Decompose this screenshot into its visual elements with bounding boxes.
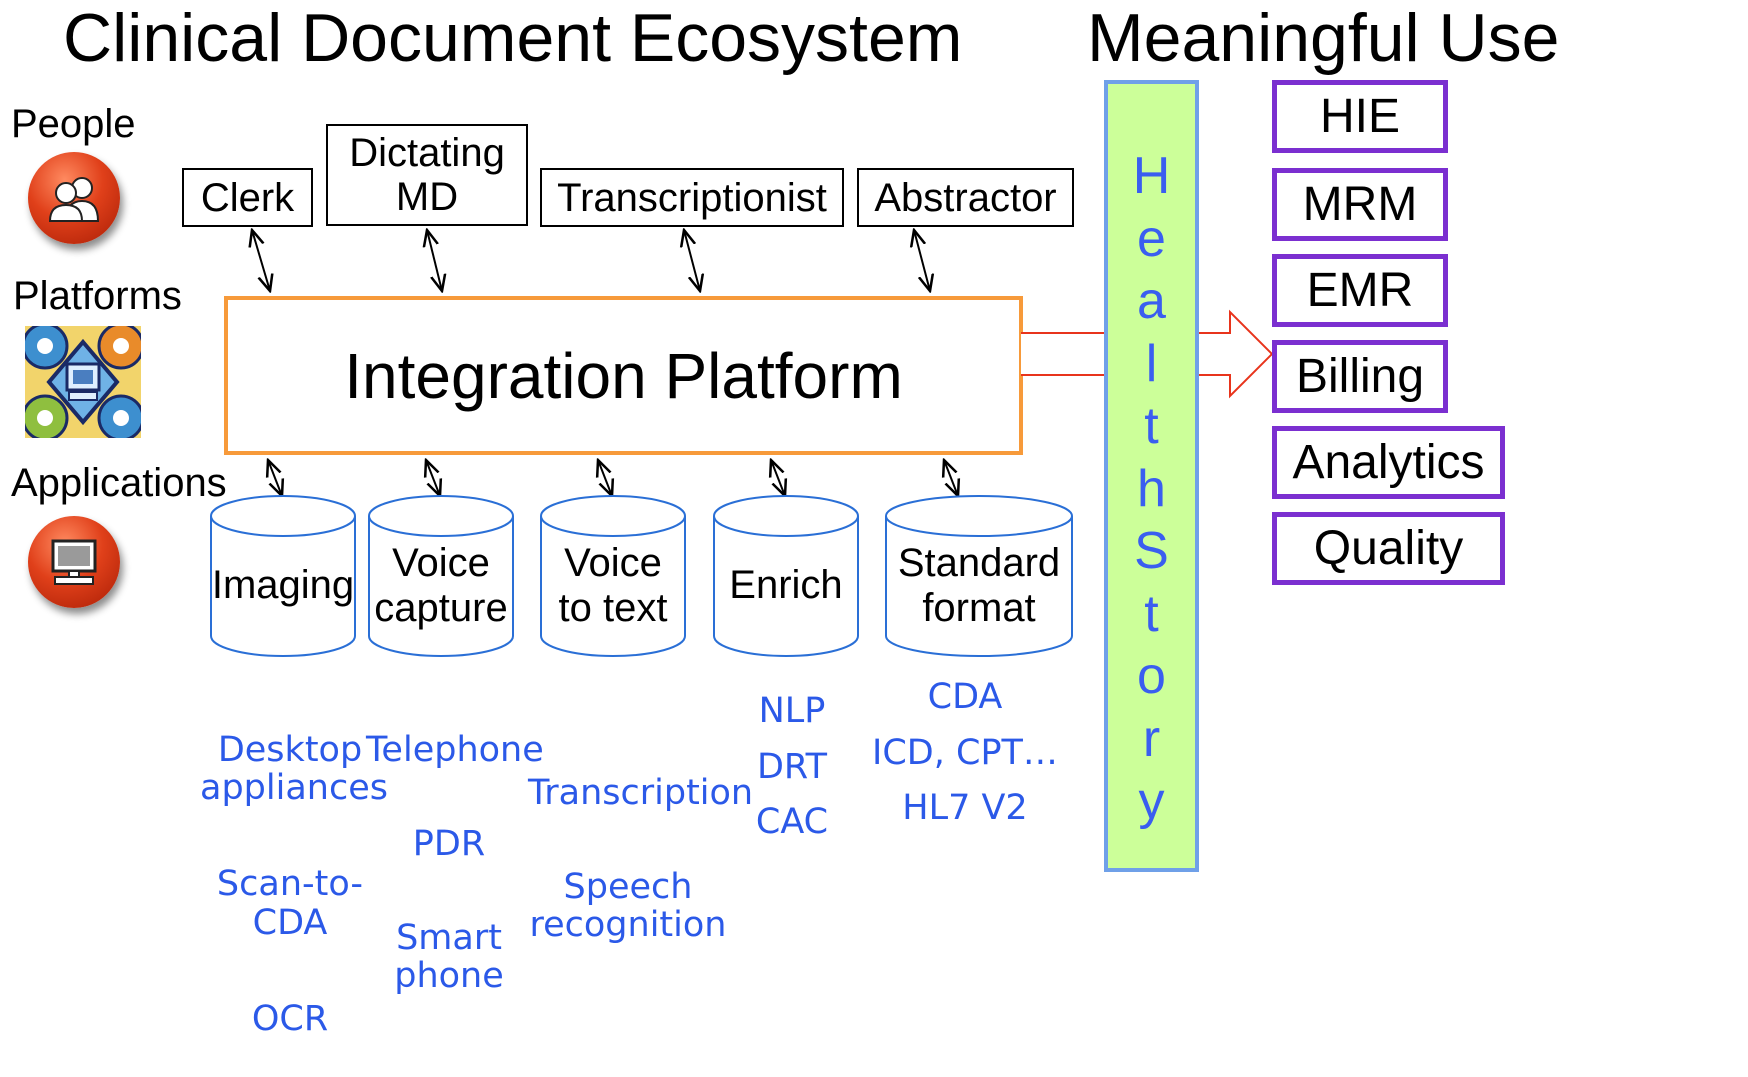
example-item: HL7 V2 [902, 788, 1028, 828]
examples-standard-format: CDA ICD, CPT… HL7 V2 [870, 678, 1060, 828]
example-item: Speech recognition [529, 866, 727, 945]
actor-label: Transcriptionist [557, 175, 827, 220]
healthstory-letter: l [1145, 334, 1158, 393]
connector-layer [210, 0, 1274, 657]
target-billing: Billing [1272, 340, 1448, 413]
example-item: Scan-to- CDA [216, 864, 364, 943]
cylinder-imaging [210, 495, 356, 657]
healthstory-letter: S [1134, 522, 1169, 580]
target-label: MRM [1302, 177, 1418, 231]
example-item: CDA [927, 677, 1003, 717]
healthstory-letter: y [1138, 772, 1165, 830]
actor-label: Dictating MD [349, 131, 505, 219]
target-label: Analytics [1292, 435, 1485, 489]
target-mrm: MRM [1272, 168, 1448, 241]
cylinder-standard-format [885, 495, 1073, 657]
app-connector-arrow [771, 460, 785, 496]
app-connector-arrow [268, 460, 282, 496]
actor-connector-arrow [427, 230, 442, 291]
app-connector-arrow [598, 460, 612, 496]
example-item: PDR [412, 823, 486, 864]
app-label-imaging: Imaging [211, 563, 355, 608]
example-item: CAC [755, 802, 829, 842]
examples-imaging: Desktop appliances Scan-to- CDA OCR [200, 692, 388, 1077]
row-label-platforms: Platforms [13, 274, 182, 318]
target-label: Billing [1295, 349, 1425, 403]
target-label: Quality [1313, 521, 1464, 575]
actor-connector-arrow [684, 230, 700, 291]
app-label-voice-capture: Voice capture [374, 540, 508, 630]
integration-platform-box: Integration Platform [224, 296, 1023, 455]
row-label-applications: Applications [11, 461, 227, 505]
meaningful-use-title: Meaningful Use [1087, 0, 1560, 76]
diagram-title: Clinical Document Ecosystem [63, 0, 963, 76]
example-item: ICD, CPT… [872, 732, 1058, 773]
example-item: OCR [251, 998, 329, 1039]
actor-connector-arrow [252, 230, 270, 291]
target-label: EMR [1306, 263, 1414, 317]
people-icon [28, 152, 120, 244]
computer-icon [28, 516, 120, 608]
actor-label: Abstractor [874, 175, 1057, 220]
healthstory-letter: o [1137, 647, 1166, 705]
example-item: Transcription [528, 772, 754, 813]
examples-voice-to-text: Transcription Speech recognition [528, 735, 754, 983]
actor-clerk: Clerk [182, 168, 313, 227]
example-item: Telephone [366, 729, 544, 770]
healthstory-letter: t [1144, 397, 1159, 455]
app-connector-arrow [426, 460, 440, 496]
app-connector-arrow [944, 460, 958, 496]
platform-gears-icon [25, 326, 141, 438]
target-analytics: Analytics [1272, 426, 1505, 499]
target-quality: Quality [1272, 512, 1505, 585]
target-emr: EMR [1272, 254, 1448, 327]
examples-voice-capture: Telephone PDR Smart phone [366, 692, 544, 1034]
cylinder-voice-capture [368, 495, 514, 657]
app-label-standard-format: Standard format [897, 540, 1061, 630]
app-label-voice-to-text: Voice to text [558, 540, 668, 630]
actor-connector-arrow [914, 230, 930, 291]
cylinder-enrich [713, 495, 859, 657]
target-label: HIE [1319, 89, 1400, 143]
example-item: Smart phone [394, 917, 504, 996]
actor-dictating-md: Dictating MD [326, 124, 528, 226]
integration-platform-label: Integration Platform [344, 339, 903, 412]
target-hie: HIE [1272, 80, 1448, 153]
example-item: DRT [756, 746, 828, 787]
healthstory-letter: H [1132, 147, 1171, 205]
actor-abstractor: Abstractor [857, 168, 1074, 227]
healthstory-letter: a [1137, 272, 1166, 330]
healthstory-letter: t [1144, 584, 1159, 643]
healthstory-letter: r [1142, 709, 1161, 768]
example-item: Desktop appliances [200, 729, 388, 808]
row-label-people: People [11, 102, 136, 146]
example-item: NLP [758, 691, 826, 731]
actor-label: Clerk [200, 175, 295, 220]
healthstory-letter: e [1137, 209, 1166, 268]
actor-transcriptionist: Transcriptionist [540, 168, 844, 227]
examples-enrich: NLP DRT CAC [732, 692, 852, 842]
cylinder-voice-to-text [540, 495, 686, 657]
app-label-enrich: Enrich [729, 563, 843, 608]
healthstory-letter: h [1137, 459, 1166, 518]
